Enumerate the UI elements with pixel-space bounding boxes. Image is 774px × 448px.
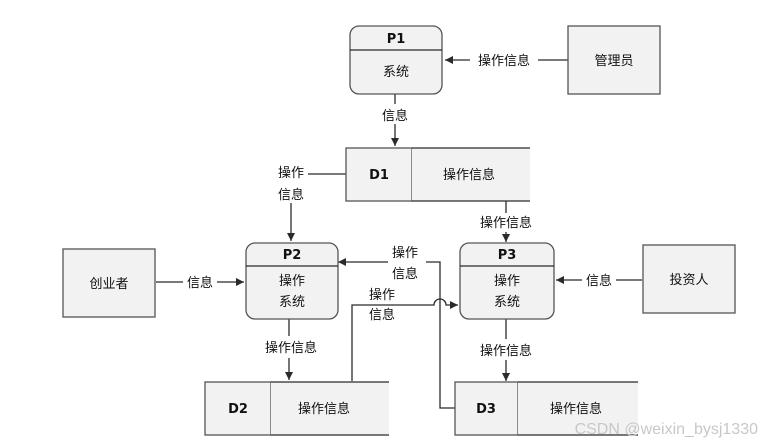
entity-investor-label: 投资人 [669, 272, 708, 288]
process-p1-id: P1 [387, 32, 406, 47]
process-p1: P1 系统 [349, 25, 443, 95]
flow-label-founder-p2: 信息 [187, 275, 213, 291]
datastore-d1-label: 操作信息 [443, 167, 495, 183]
process-p3: P3 操作 系统 [459, 242, 555, 320]
flow-label-d1-p2-line2: 信息 [278, 187, 304, 203]
process-p2: P2 操作 系统 [245, 242, 339, 320]
datastore-d2-id: D2 [228, 402, 248, 417]
datastore-d3: D3 操作信息 [454, 381, 638, 436]
flow-label-admin-p1: 操作信息 [478, 53, 530, 69]
flow-label-p3-d3: 操作信息 [480, 343, 532, 359]
datastore-d3-label: 操作信息 [550, 401, 602, 417]
flow-d3-to-p2-route [426, 261, 455, 409]
entity-founder: 创业者 [62, 248, 156, 318]
flow-label-d2-p3-line2: 信息 [369, 307, 395, 323]
datastore-d1-id: D1 [369, 168, 389, 183]
process-p3-label-2: 系统 [494, 295, 520, 310]
flow-label-investor-p3: 信息 [586, 273, 612, 289]
process-p2-id: P2 [283, 248, 302, 263]
datastore-d2: D2 操作信息 [204, 381, 389, 436]
flow-label-p1-d1: 信息 [382, 108, 408, 124]
flow-label-d1-p3: 操作信息 [480, 215, 532, 231]
entity-admin-label: 管理员 [594, 54, 633, 69]
process-p2-label-2: 系统 [279, 295, 305, 310]
flow-label-p3-p2-line2: 信息 [392, 266, 418, 282]
process-p3-id: P3 [498, 248, 517, 263]
flow-d2-to-p3 [351, 298, 458, 381]
entity-investor: 投资人 [642, 244, 736, 314]
flow-label-p2-d2: 操作信息 [265, 340, 317, 356]
process-p3-label-1: 操作 [494, 273, 520, 289]
flow-label-p3-p2-line1: 操作 [392, 245, 418, 261]
entity-admin: 管理员 [567, 25, 661, 95]
watermark: CSDN @weixin_bysj1330 [575, 421, 759, 438]
entity-founder-label: 创业者 [89, 277, 128, 292]
datastore-d2-label: 操作信息 [298, 401, 350, 417]
flow-label-d2-p3-line1: 操作 [369, 287, 395, 303]
process-p1-label: 系统 [383, 65, 409, 80]
process-p2-label-1: 操作 [279, 273, 305, 289]
datastore-d3-id: D3 [476, 402, 496, 417]
datastore-d1: D1 操作信息 [345, 147, 530, 202]
flow-label-d1-p2-line1: 操作 [278, 165, 304, 181]
